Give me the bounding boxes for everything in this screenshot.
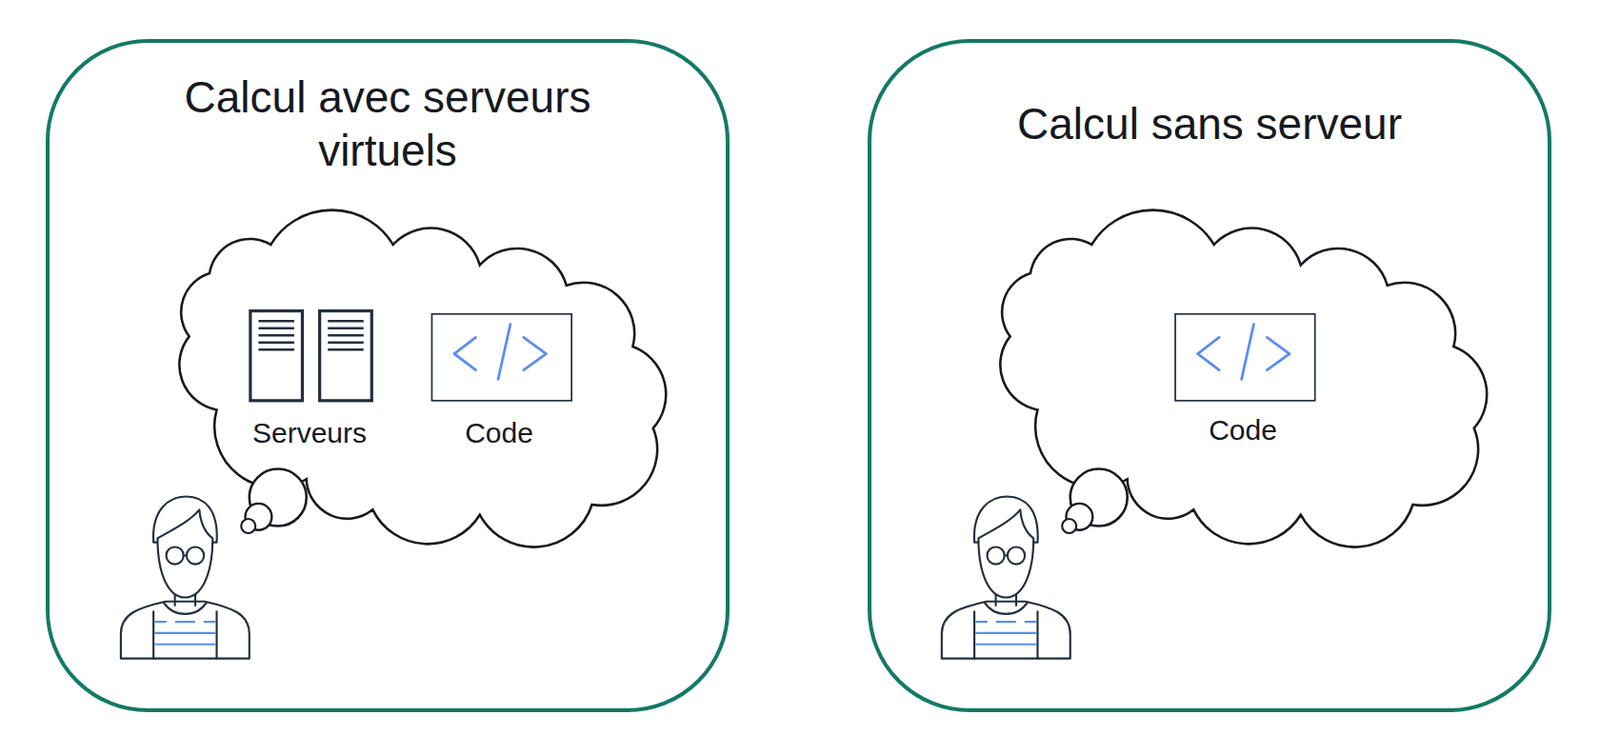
icon-label: Code xyxy=(1208,414,1278,448)
thought-cloud xyxy=(1000,210,1487,548)
code-icon xyxy=(1175,314,1316,401)
code-icon xyxy=(431,314,572,401)
title-band: Calcul avec serveurs virtuels xyxy=(49,52,726,196)
thought-cloud xyxy=(179,210,666,548)
developer-figure xyxy=(120,496,250,659)
panel-box: Calcul sans serveur xyxy=(867,39,1552,713)
panel-title: Calcul sans serveur xyxy=(1017,97,1402,151)
icon-label: Serveurs xyxy=(252,417,367,451)
panel-box: Calcul avec serveurs virtuels xyxy=(45,39,730,713)
title-band: Calcul sans serveur xyxy=(871,52,1548,196)
icon-label: Code xyxy=(464,417,534,451)
server-icons xyxy=(250,311,372,401)
developer-figure xyxy=(941,496,1071,659)
panel-title: Calcul avec serveurs virtuels xyxy=(178,70,598,178)
